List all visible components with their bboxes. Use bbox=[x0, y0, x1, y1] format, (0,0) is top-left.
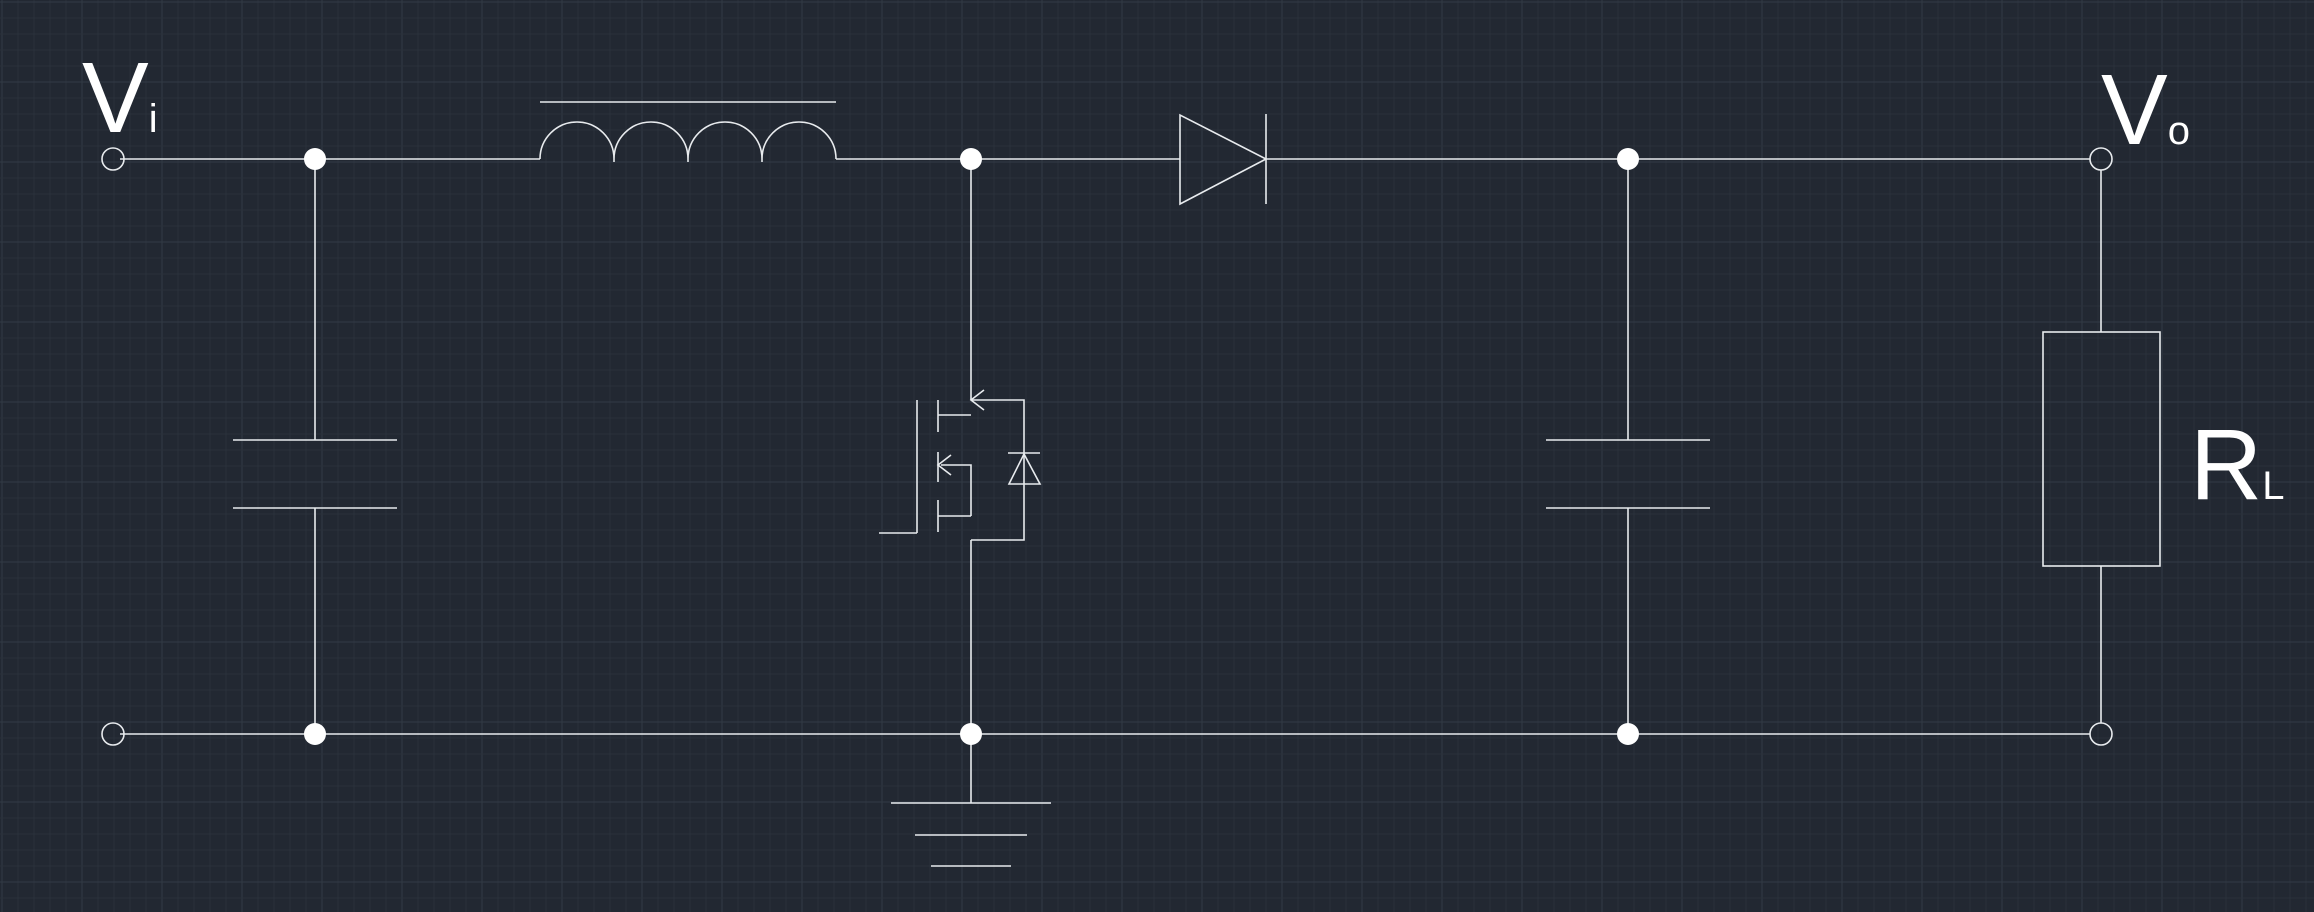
junction-dot bbox=[1617, 148, 1639, 170]
ground-symbol bbox=[891, 802, 1051, 867]
label-output-voltage: Vo bbox=[2101, 54, 2190, 166]
output-terminal-top bbox=[2089, 147, 2113, 171]
junction-dot bbox=[960, 148, 982, 170]
output-terminal-bottom bbox=[2089, 722, 2113, 746]
label-load-resistor: RL bbox=[2190, 409, 2284, 521]
input-terminal-top bbox=[101, 147, 125, 171]
body-diode bbox=[1007, 452, 1042, 485]
junction-dot bbox=[304, 723, 326, 745]
output-capacitor bbox=[1546, 439, 1710, 509]
junctions bbox=[304, 148, 1639, 745]
wires bbox=[120, 158, 2102, 803]
terminals bbox=[101, 147, 2113, 746]
junction-dot bbox=[960, 723, 982, 745]
input-terminal-bottom bbox=[101, 722, 125, 746]
diode bbox=[1179, 113, 1268, 206]
mosfet-switch bbox=[879, 389, 1042, 541]
junction-dot bbox=[304, 148, 326, 170]
junction-dot bbox=[1617, 723, 1639, 745]
load-resistor bbox=[2042, 331, 2161, 567]
source-arrow bbox=[936, 454, 952, 476]
inductor bbox=[539, 101, 837, 162]
input-capacitor bbox=[233, 439, 397, 509]
label-input-voltage: Vi bbox=[82, 42, 158, 154]
drain-arrow bbox=[969, 389, 985, 411]
